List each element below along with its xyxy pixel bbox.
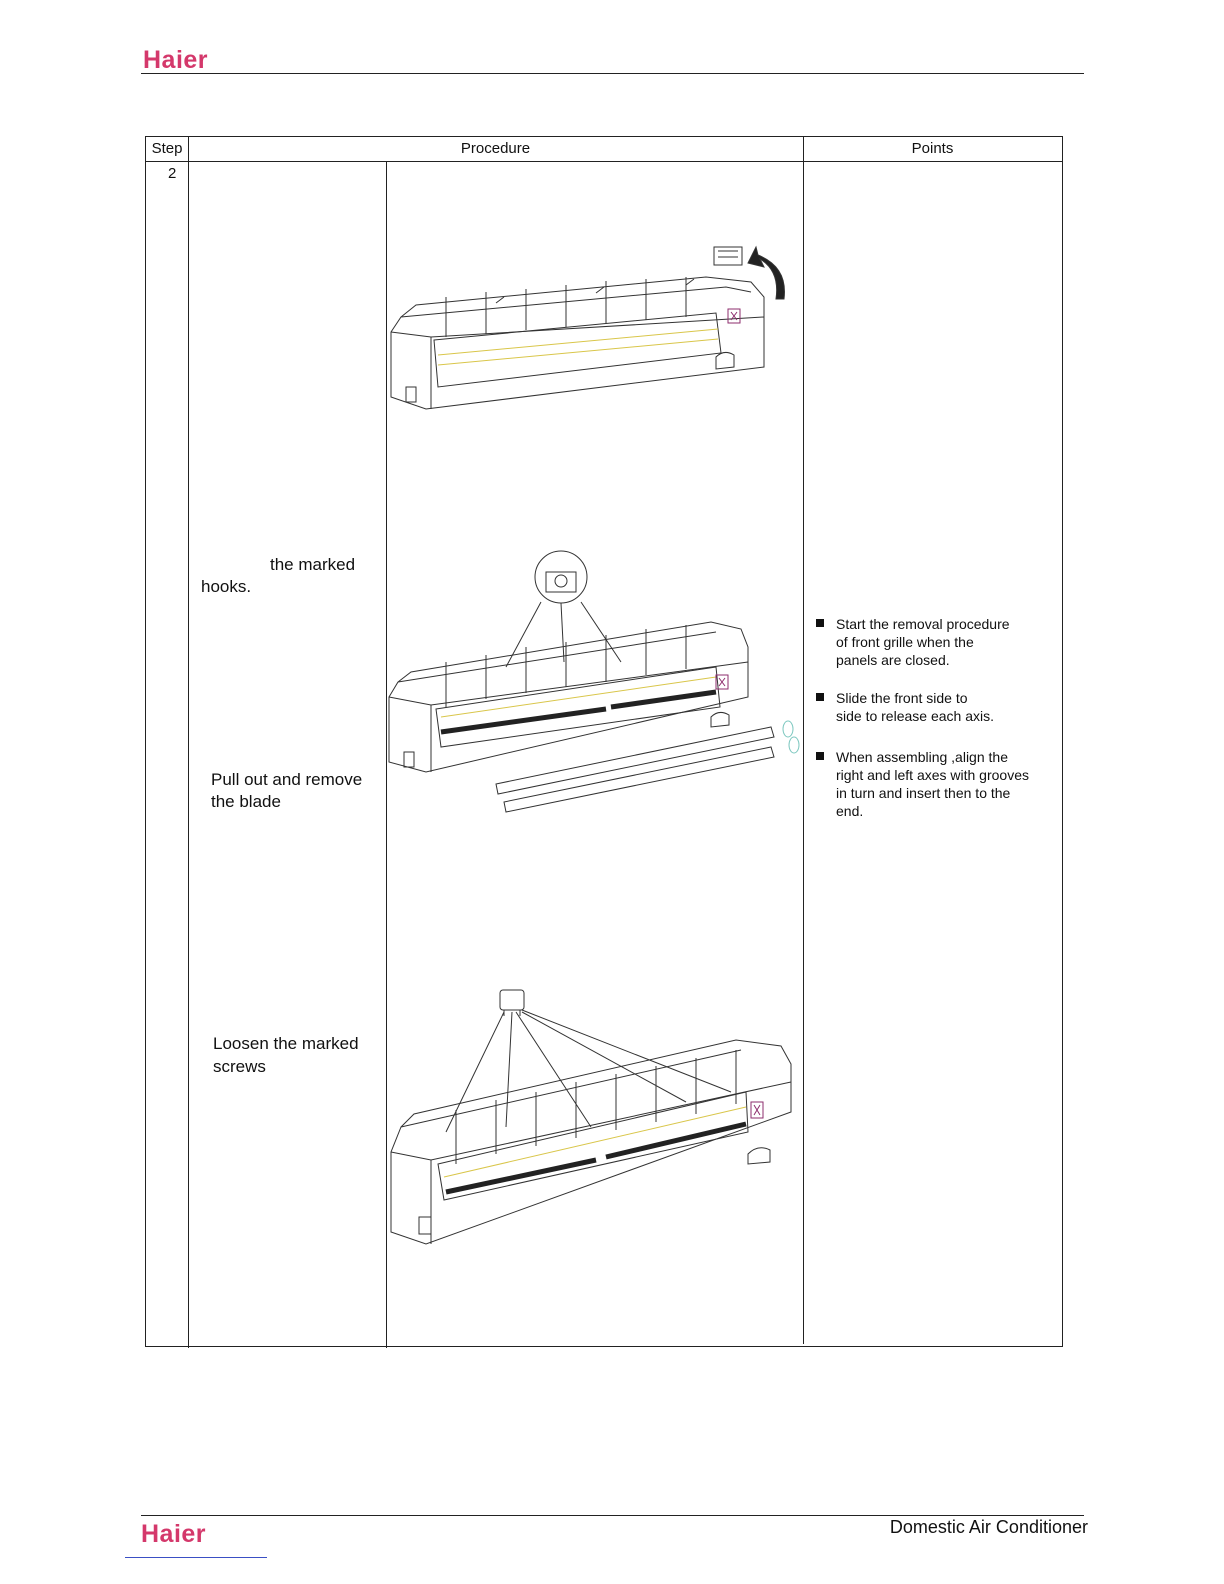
header-points: Points bbox=[911, 140, 954, 157]
figure-hooks-and-blade bbox=[388, 550, 800, 813]
header-procedure: Procedure bbox=[460, 140, 531, 157]
footer-title: Domestic Air Conditioner bbox=[889, 1517, 1088, 1537]
label-screws-2: screws bbox=[213, 1057, 266, 1076]
procedure-table: Step Procedure Points 2 the marked hooks… bbox=[145, 136, 1063, 1348]
footer-rule bbox=[141, 1515, 1084, 1516]
point-line: of front grille when the bbox=[836, 634, 974, 650]
bullet-icon bbox=[816, 752, 824, 760]
point-line: When assembling ,align the bbox=[836, 749, 1008, 765]
point-line: Slide the front side to bbox=[836, 690, 968, 706]
points-list: Start the removal procedure of front gri… bbox=[814, 615, 1054, 840]
point-line: end. bbox=[836, 803, 864, 819]
brand-logo-bottom: Haier bbox=[141, 1520, 207, 1548]
figure-screws bbox=[390, 989, 792, 1245]
label-blade-2: the blade bbox=[211, 792, 281, 811]
header-rule bbox=[141, 73, 1084, 74]
point-line: panels are closed. bbox=[836, 652, 950, 668]
footer-link-underline bbox=[125, 1557, 267, 1558]
point-line: in turn and insert then to the bbox=[836, 785, 1011, 801]
brand-logo-top: Haier bbox=[143, 46, 209, 74]
point-item: Slide the front side to side to release … bbox=[814, 689, 1054, 725]
label-hooks-1: the marked bbox=[270, 555, 356, 574]
header-row-rule bbox=[146, 161, 1062, 162]
point-line: right and left axes with grooves bbox=[836, 767, 1029, 783]
label-hooks-2: hooks. bbox=[201, 577, 252, 596]
label-blade-1: Pull out and remove bbox=[211, 770, 363, 789]
header-step: Step bbox=[151, 140, 183, 157]
point-item: Start the removal procedure of front gri… bbox=[814, 615, 1054, 669]
figure-unit-panel-removal bbox=[390, 245, 785, 410]
bullet-icon bbox=[816, 693, 824, 701]
bullet-icon bbox=[816, 619, 824, 627]
col-divider-step bbox=[188, 137, 189, 1348]
step-number: 2 bbox=[168, 165, 177, 182]
col-divider-labels bbox=[386, 161, 387, 1348]
label-screws-1: Loosen the marked bbox=[213, 1034, 359, 1053]
col-divider-points bbox=[803, 137, 804, 1344]
point-item: When assembling ,align the right and lef… bbox=[814, 748, 1054, 820]
point-line: Start the removal procedure bbox=[836, 616, 1010, 632]
point-line: side to release each axis. bbox=[836, 708, 994, 724]
